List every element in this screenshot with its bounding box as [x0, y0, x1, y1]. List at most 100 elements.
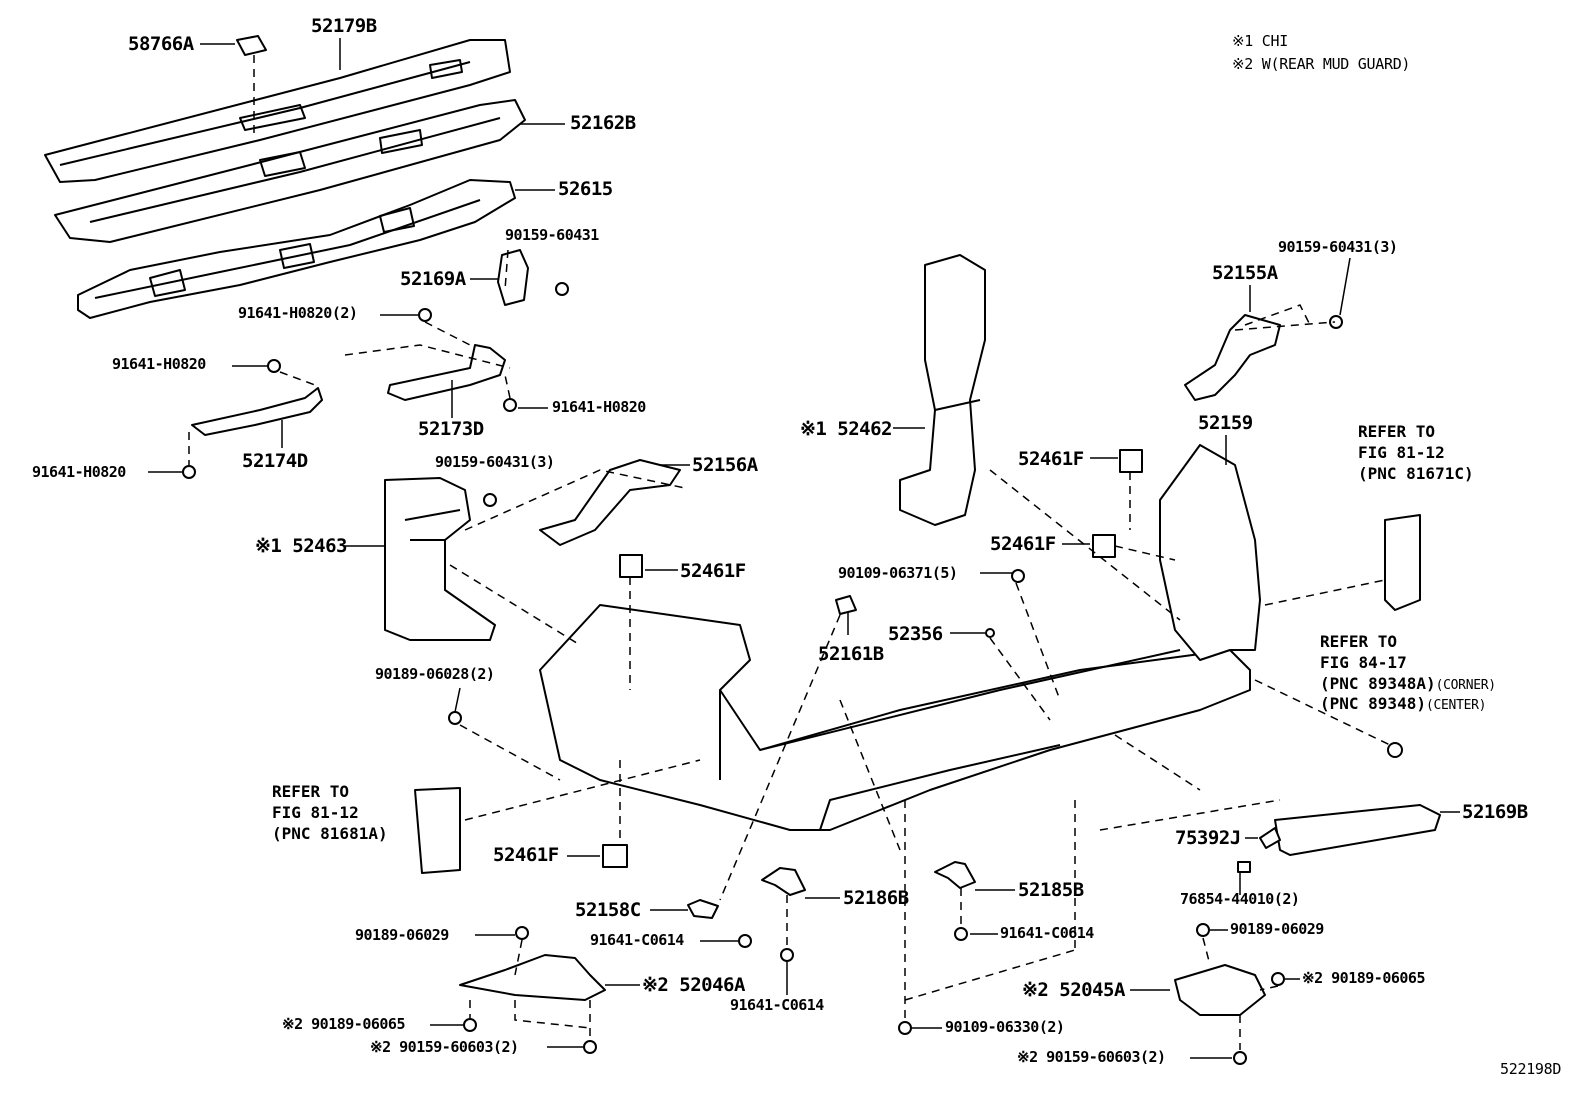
label-90189-06028-2: 90189-06028(2) — [375, 665, 495, 683]
label-52461f-c: 52461F — [680, 560, 746, 582]
pad-52461f-shape — [602, 844, 628, 868]
refer-fig-84-17: REFER TO FIG 84-17 (PNC 89348A)(CORNER) … — [1320, 632, 1496, 715]
part-52155a-shape — [1184, 314, 1281, 401]
bolt-90159-60431-shape — [555, 282, 569, 296]
part-52161b-shape — [835, 595, 857, 615]
bolt-shape — [1233, 1051, 1247, 1065]
label-58766a: 58766A — [128, 33, 194, 55]
bolt-shape — [267, 359, 281, 373]
label-52162b: 52162B — [570, 112, 636, 134]
part-52162b-shape — [54, 99, 526, 243]
label-91641-h0820-2: 91641-H0820(2) — [238, 304, 358, 322]
label-52158c: 52158C — [575, 899, 641, 921]
pad-52461f-shape — [619, 554, 643, 578]
part-52174d-shape — [191, 387, 323, 436]
part-52463-shape — [384, 477, 496, 641]
bolt-shape — [1271, 972, 1285, 986]
part-52185b-shape — [934, 861, 976, 889]
label-52463: ※1 52463 — [255, 535, 348, 557]
bolt-shape — [515, 926, 529, 940]
mud-guard-52046a-shape — [459, 954, 606, 1001]
bolt-shape — [503, 398, 517, 412]
note-chi: ※1 CHI — [1232, 32, 1288, 50]
refer-line: FIG 81-12 — [1358, 442, 1445, 462]
label-90159-60431: 90159-60431 — [505, 226, 599, 244]
refer-line: REFER TO — [1320, 632, 1398, 651]
refer-line: (PNC 81671C) — [1358, 463, 1474, 483]
part-52156a-shape — [539, 459, 681, 546]
label-52156a: 52156A — [692, 454, 758, 476]
diagram-code: 522198D — [1500, 1060, 1562, 1078]
label-76854-44010-2: 76854-44010(2) — [1180, 890, 1300, 908]
bolt-shape — [898, 1021, 912, 1035]
bolt-shape — [1011, 569, 1025, 583]
nut-52356-shape — [985, 628, 995, 638]
bolt-shape — [583, 1040, 597, 1054]
label-52159: 52159 — [1198, 412, 1253, 434]
label-52046a: ※2 52046A — [642, 974, 745, 996]
label-52186b: 52186B — [843, 887, 909, 909]
label-52045a: ※2 52045A — [1022, 979, 1125, 1001]
label-91641-h0820-a: 91641-H0820 — [112, 355, 206, 373]
label-90159-60431-3-left: 90159-60431(3) — [435, 453, 555, 471]
label-52173d: 52173D — [418, 418, 484, 440]
label-52179b: 52179B — [311, 15, 377, 37]
bolt-shape — [1329, 315, 1343, 329]
pad-52461f-shape — [1092, 534, 1116, 558]
part-52159-bumper-cover-shape — [539, 444, 1261, 831]
refer-line: (PNC 89348)(CENTER) — [1320, 694, 1487, 714]
refer-line: FIG 81-12 — [272, 802, 359, 822]
part-52179b-shape — [44, 39, 511, 183]
label-75392j: 75392J — [1175, 827, 1241, 849]
pad-52461f-shape — [1119, 449, 1143, 473]
label-52169a: 52169A — [400, 268, 466, 290]
mud-guard-52045a-shape — [1174, 964, 1266, 1016]
bolt-shape — [448, 711, 462, 725]
bolt-shape — [954, 927, 968, 941]
part-52169b-shape — [1274, 804, 1441, 856]
label-91641-c0614-b: 91641-C0614 — [1000, 924, 1094, 942]
label-90159-60603-a: ※2 90159-60603(2) — [370, 1038, 519, 1056]
refer-fig-81-12-81671c: REFER TO FIG 81-12 (PNC 81671C) — [1358, 422, 1474, 484]
clip-75392j-shape — [1259, 827, 1281, 849]
refer-fig-81-12-81681a: REFER TO FIG 81-12 (PNC 81681A) — [272, 782, 388, 844]
refer-line: REFER TO — [272, 782, 350, 801]
label-52615: 52615 — [558, 178, 613, 200]
label-52462: ※1 52462 — [800, 418, 893, 440]
label-90189-06029-b: 90189-06029 — [1230, 920, 1324, 938]
lamp-81681a-shape — [414, 787, 461, 874]
bolt-shape — [1196, 923, 1210, 937]
refer-line: REFER TO — [1358, 422, 1436, 441]
part-58766a-shape — [236, 35, 267, 56]
part-52158c-shape — [687, 899, 719, 919]
label-52161b: 52161B — [818, 643, 884, 665]
refer-line: (PNC 89348A)(CORNER) — [1320, 673, 1496, 693]
label-90109-06371-5: 90109-06371(5) — [838, 564, 958, 582]
label-52185b: 52185B — [1018, 879, 1084, 901]
lamp-81671c-shape — [1384, 514, 1421, 611]
part-52169a-shape — [497, 249, 529, 306]
bolt-shape — [182, 465, 196, 479]
label-90189-06029-a: 90189-06029 — [355, 926, 449, 944]
label-91641-c0614-c: 91641-C0614 — [730, 996, 824, 1014]
label-52174d: 52174D — [242, 450, 308, 472]
bolt-shape — [463, 1018, 477, 1032]
leader-lines — [148, 38, 1460, 1059]
label-90159-60603-b: ※2 90159-60603(2) — [1017, 1048, 1166, 1066]
label-91641-c0614-a: 91641-C0614 — [590, 931, 684, 949]
part-52615-shape — [77, 179, 516, 319]
part-52186b-shape — [761, 867, 806, 896]
bolt-shape — [483, 493, 497, 507]
part-52462-shape — [899, 254, 986, 526]
part-52173d-shape — [387, 344, 506, 401]
label-52169b: 52169B — [1462, 801, 1528, 823]
label-90189-06065-a: ※2 90189-06065 — [282, 1015, 405, 1033]
bolt-shape — [738, 934, 752, 948]
label-91641-h0820-b: 91641-H0820 — [552, 398, 646, 416]
bolt-shape — [780, 948, 794, 962]
clip-76854-44010-shape — [1237, 861, 1251, 873]
label-52461f-b: 52461F — [990, 533, 1056, 555]
label-90159-60431-3-right: 90159-60431(3) — [1278, 238, 1398, 256]
